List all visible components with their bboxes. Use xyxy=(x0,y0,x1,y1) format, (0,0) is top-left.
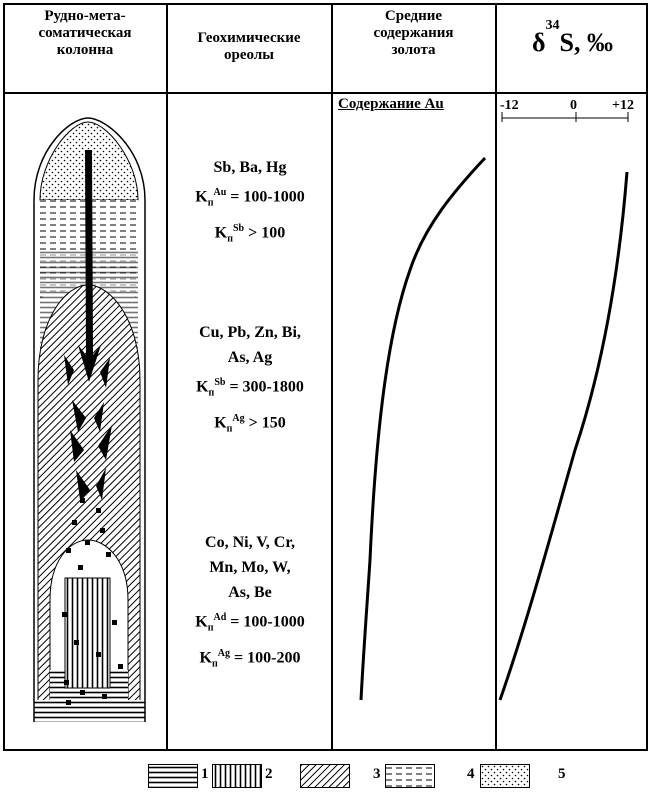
legend-label-2: 2 xyxy=(265,766,273,783)
legend-swatch-horizontal xyxy=(148,764,198,788)
legend-swatch-vertical xyxy=(212,764,262,788)
gold-content-curve xyxy=(361,158,485,700)
legend-swatch-hatched xyxy=(300,764,350,788)
legend-label-1: 1 xyxy=(201,766,209,783)
legend-label-5: 5 xyxy=(558,766,566,783)
legend-label-3: 3 xyxy=(373,766,381,783)
legend-label-4: 4 xyxy=(467,766,475,783)
sulfur-isotope-curve xyxy=(500,172,627,700)
legend-swatch-dashed xyxy=(385,764,435,788)
legend-swatch-dotted xyxy=(480,764,530,788)
zone-vertical-core xyxy=(65,578,110,688)
